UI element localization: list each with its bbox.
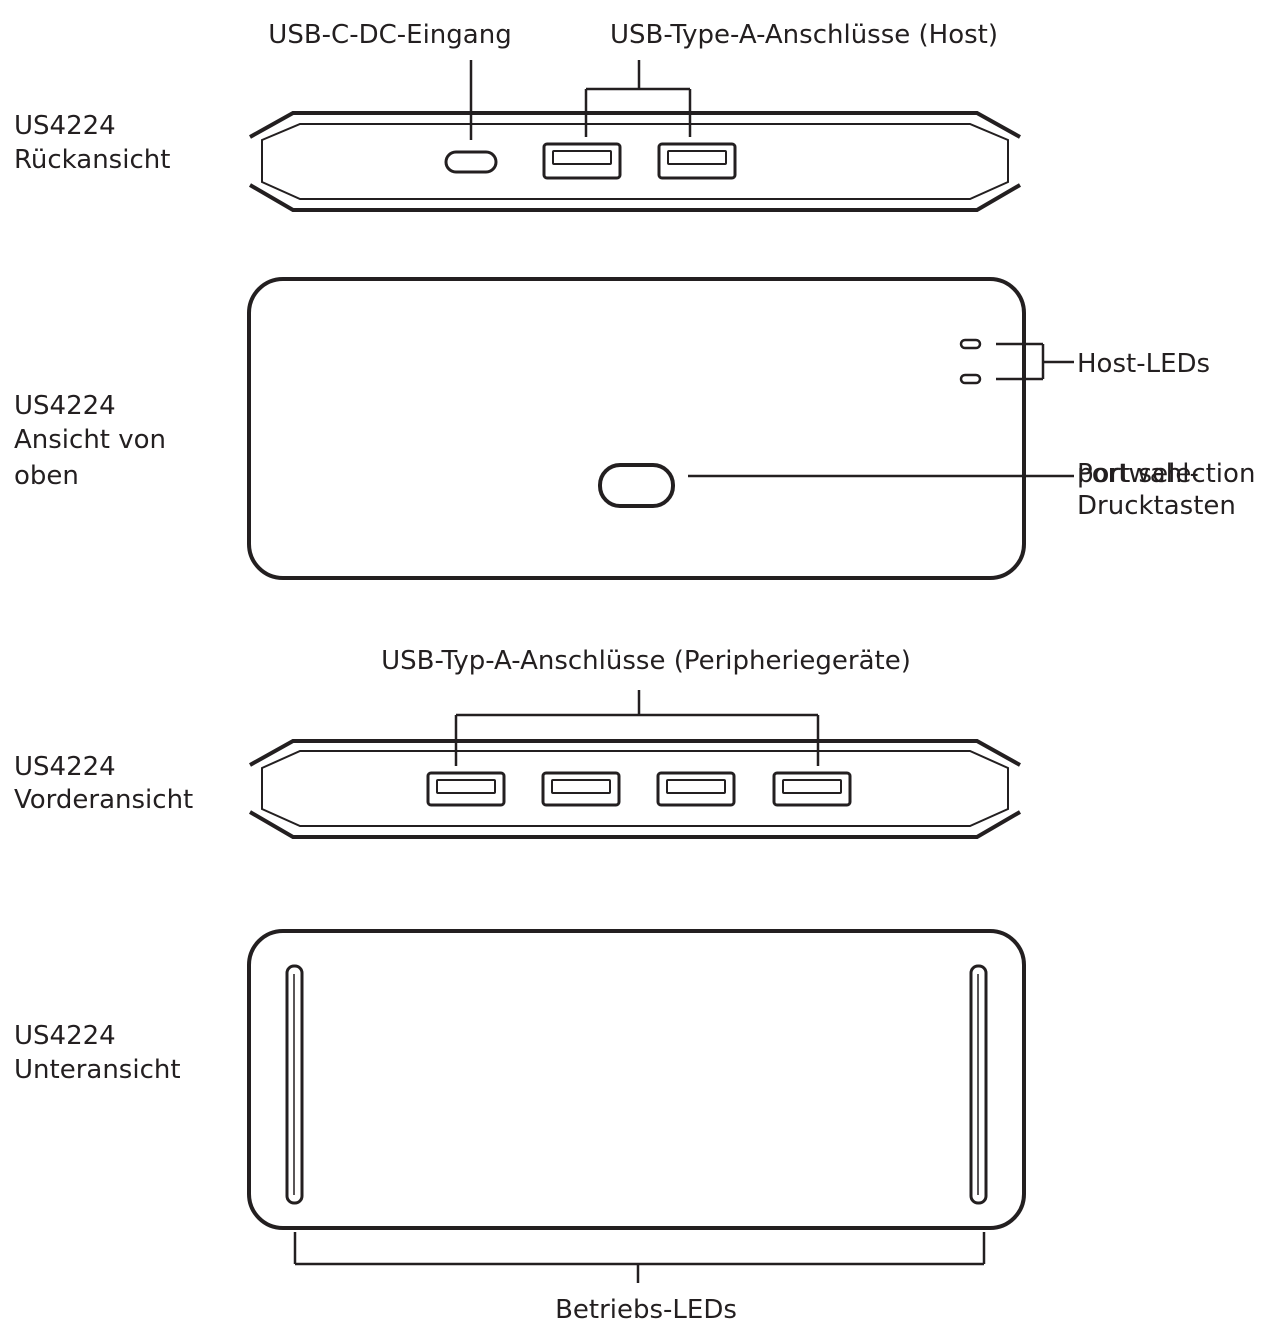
front-usb-a-port-4 xyxy=(772,771,852,807)
front-view: US4224 Vorderansicht US xyxy=(14,646,1022,839)
bottom-view-housing xyxy=(247,929,1026,1230)
top-view-housing xyxy=(247,277,1026,580)
power-led-strip-right xyxy=(969,964,988,1205)
rear-usb-a-port-2 xyxy=(657,142,737,180)
top-view-model-label: US4224 xyxy=(14,391,116,421)
rear-view-model-label: US4224 xyxy=(14,111,116,141)
callout-port-selection-line1: Portwahl- xyxy=(1077,459,1199,489)
callout-port-selection-overlay: port selection xyxy=(1077,459,1255,489)
front-usb-a-port-1 xyxy=(426,771,506,807)
front-usb-a-port-3 xyxy=(656,771,736,807)
bottom-view: US4224 Unteransicht Betriebs-LEDs xyxy=(14,929,1026,1323)
front-view-model-label: US4224 xyxy=(14,752,116,782)
callout-usb-a-host-ports: USB-Type-A-Anschlüsse (Host) xyxy=(610,20,998,50)
callout-usb-a-peripheral-ports: USB-Typ-A-Anschlüsse (Peripheriegeräte) xyxy=(381,646,911,676)
power-led-strip-left xyxy=(285,964,304,1205)
rear-view-housing xyxy=(248,111,1022,212)
top-view-title-line1: Ansicht von xyxy=(14,425,166,455)
rear-view: US4224 Rückansicht USB-C-DC-Eingang USB-… xyxy=(14,20,1022,212)
front-view-housing xyxy=(248,739,1022,839)
top-callout-lines xyxy=(688,342,1074,478)
port-selection-pushbutton xyxy=(598,463,675,508)
callout-power-leds: Betriebs-LEDs xyxy=(555,1295,737,1323)
callout-usb-c-dc-input: USB-C-DC-Eingang xyxy=(268,20,511,50)
rear-view-title: Rückansicht xyxy=(14,145,170,175)
front-usb-a-port-2 xyxy=(541,771,621,807)
callout-host-leds: Host-LEDs xyxy=(1077,349,1210,379)
callout-port-selection-line2: Drucktasten xyxy=(1077,491,1236,521)
rear-callout-lines xyxy=(469,60,692,140)
bottom-view-title: Unteransicht xyxy=(14,1055,181,1085)
front-callout-lines xyxy=(454,690,820,766)
bottom-callout-lines xyxy=(293,1232,986,1283)
host-led-1 xyxy=(959,338,982,350)
host-led-2 xyxy=(959,373,982,385)
top-view: US4224 Ansicht von oben Host-LEDs Portwa… xyxy=(14,277,1255,580)
front-view-title: Vorderansicht xyxy=(14,785,193,815)
top-view-title-line2: oben xyxy=(14,461,79,491)
bottom-view-model-label: US4224 xyxy=(14,1021,116,1051)
usb-c-dc-input-port xyxy=(444,150,498,174)
rear-usb-a-port-1 xyxy=(542,142,622,180)
